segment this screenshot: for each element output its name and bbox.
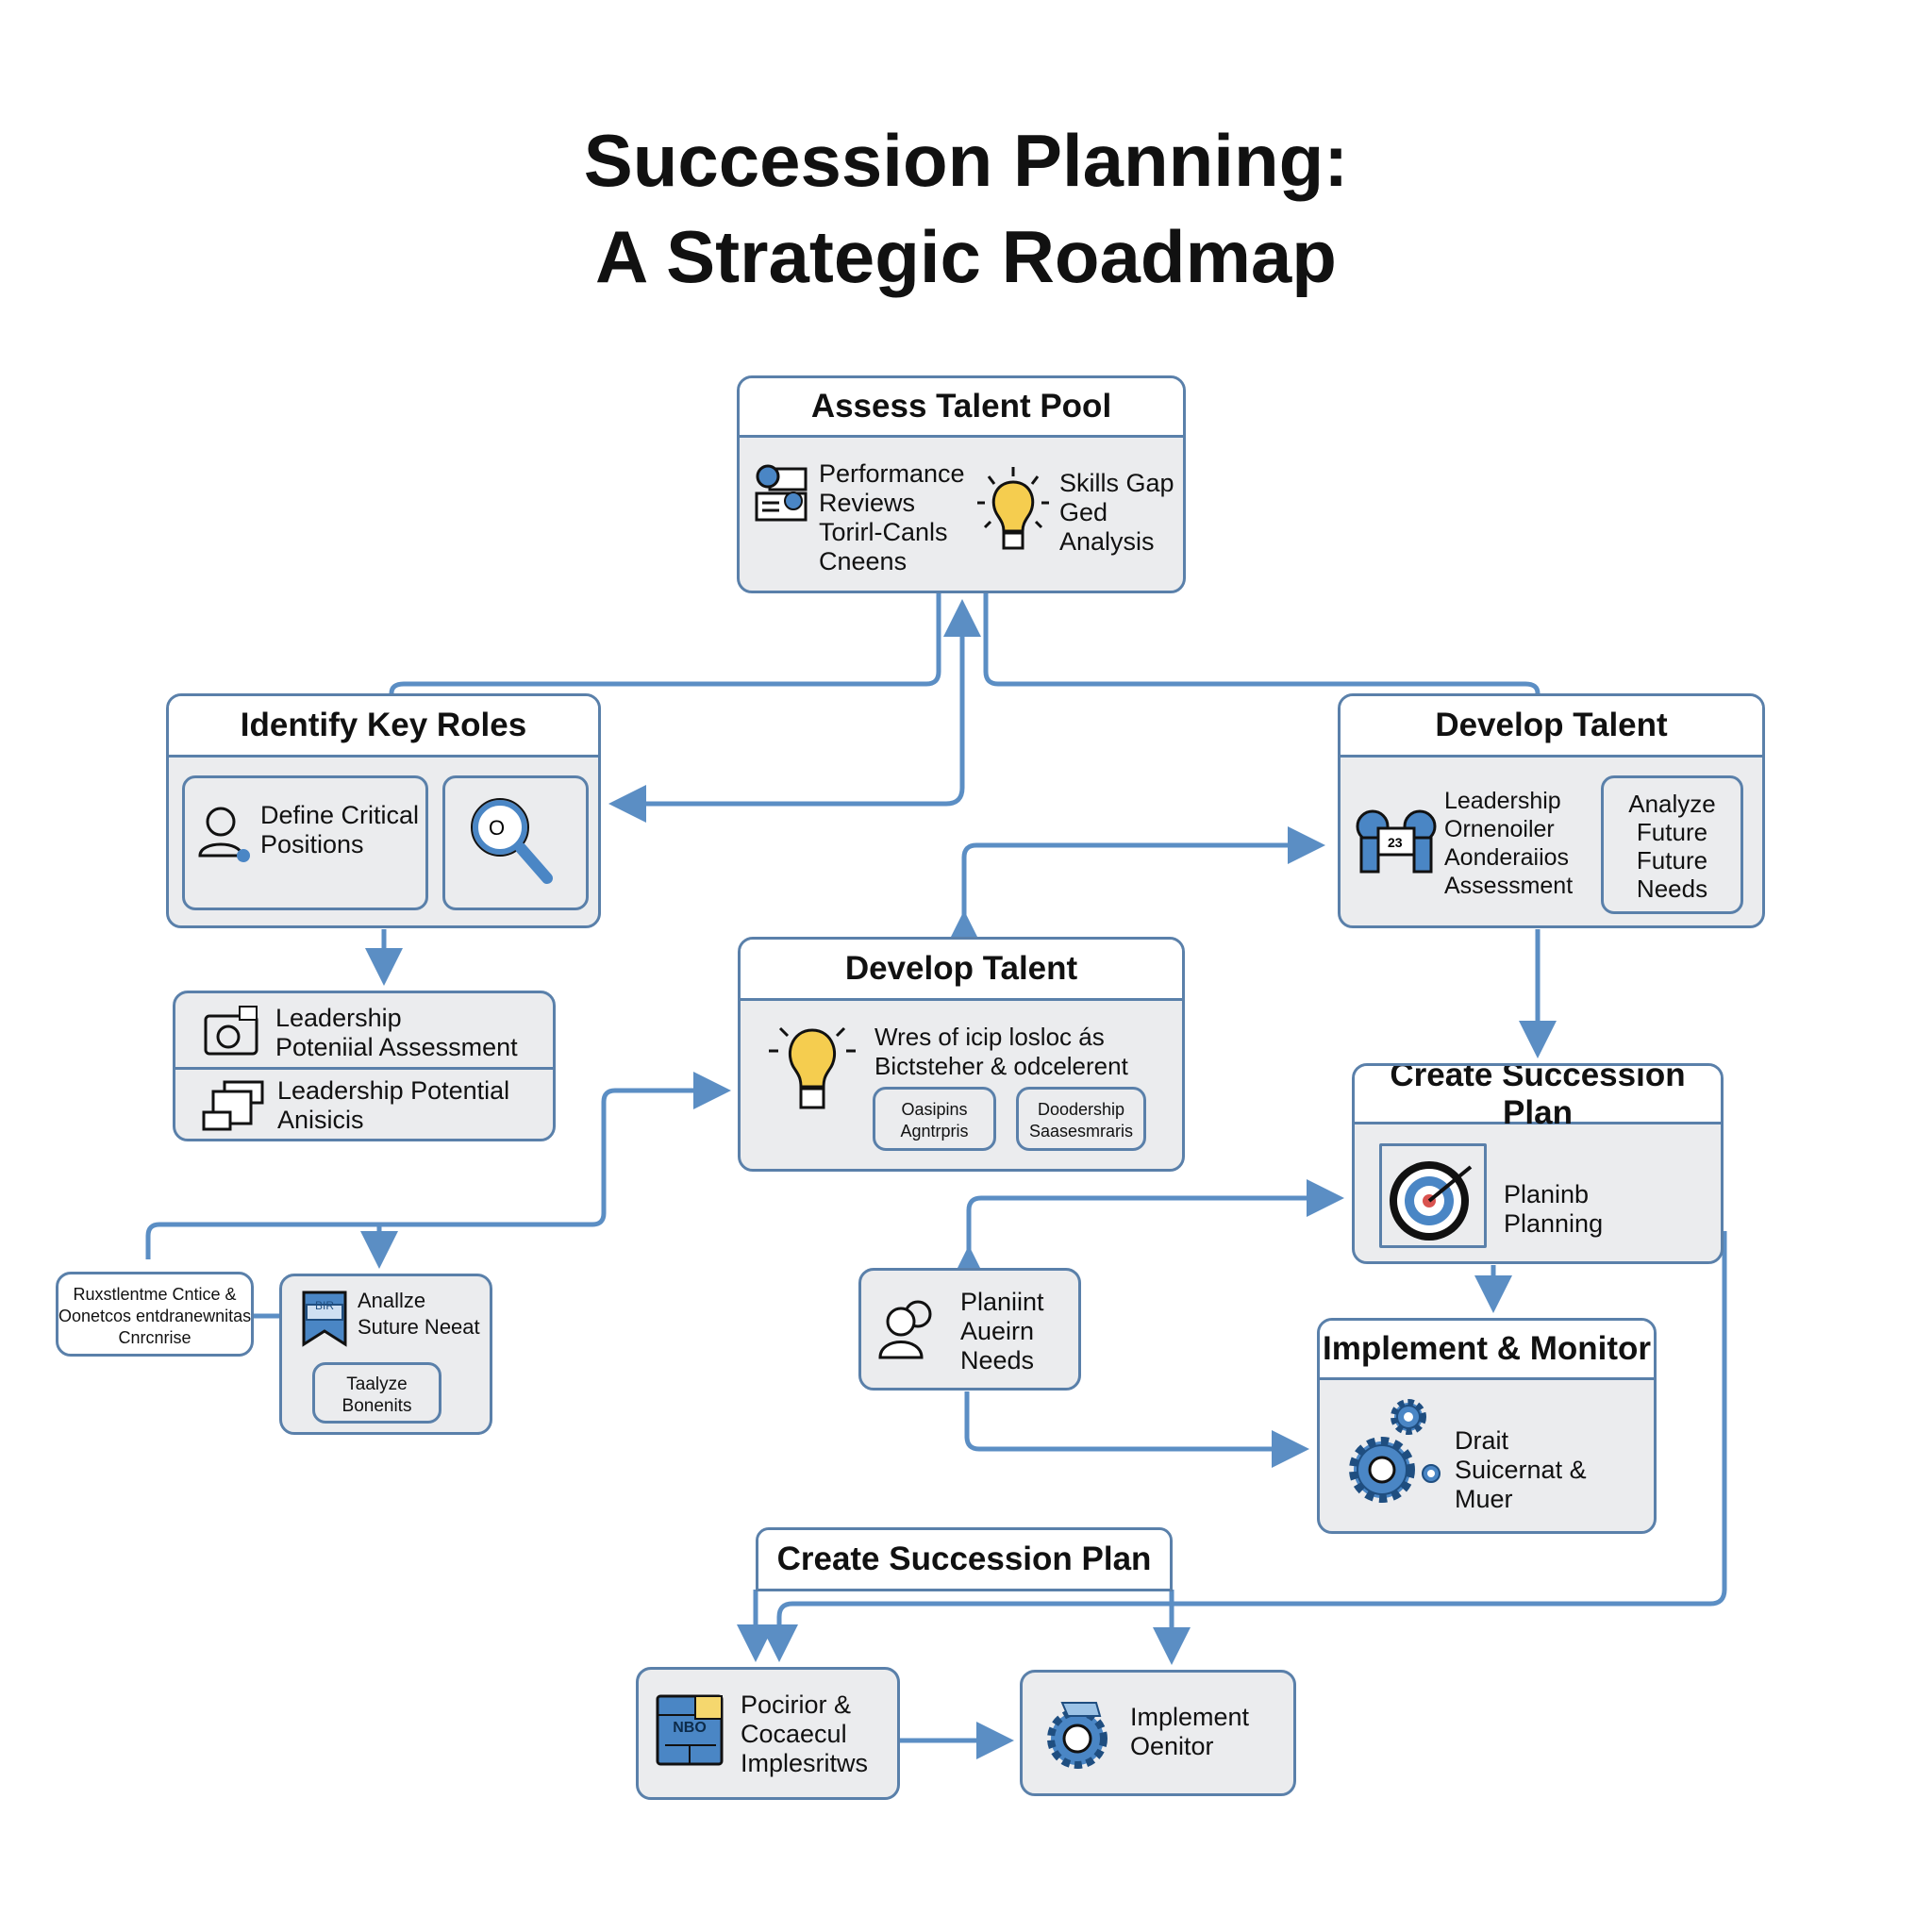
title-line-2: A Strategic Roadmap xyxy=(595,215,1337,298)
define-critical-positions-text: Define Critical Positions xyxy=(260,801,420,858)
develop-right-title: Develop Talent xyxy=(1341,696,1762,758)
create-succession-plan-right-box: Create Succession Plan Planinb Planning xyxy=(1352,1063,1724,1264)
positior-text: Pocirior & Cocaecul Implesritws xyxy=(741,1690,869,1777)
connector-right-loop xyxy=(760,1231,1727,1662)
left-small-text: Ruxstlentme Cntice & Oonetcos entdranewn… xyxy=(58,1285,252,1347)
develop-center-title: Develop Talent xyxy=(741,940,1182,1001)
analyze-benefits-text: Taalyze Bonenits xyxy=(341,1374,412,1416)
svg-text:23: 23 xyxy=(1388,835,1403,850)
create-right-title: Create Succession Plan xyxy=(1355,1066,1721,1131)
planner-icon xyxy=(656,1694,724,1766)
planint-text: Planiint Aueirn Needs xyxy=(960,1288,1044,1374)
assess-title: Assess Talent Pool xyxy=(740,378,1183,438)
implement-monitor-text: Drait Suicernat & Muer xyxy=(1455,1426,1587,1513)
svg-text:O: O xyxy=(489,816,505,840)
connector-planint-to-implement xyxy=(964,1391,1309,1468)
connector-assess-to-develop xyxy=(983,592,1541,694)
analyze-box: BIR Anallze Suture Neeat Taalyze Bonenit… xyxy=(279,1274,492,1435)
develop-center-text: Wres of icip losloc ás Bictsteher & odce… xyxy=(874,1023,1128,1080)
target-icon-frame xyxy=(1379,1143,1487,1248)
analyze-future-needs-text: Analyze Future Future Needs xyxy=(1628,790,1716,903)
analyze-benefits-card[interactable]: Taalyze Bonenits xyxy=(312,1362,441,1424)
lightbulb-icon xyxy=(769,1026,856,1109)
planner-icon-text: NBO xyxy=(673,1720,707,1736)
connector-planint-create xyxy=(950,1179,1344,1283)
search-roles-card[interactable]: O xyxy=(442,775,589,910)
people-icon xyxy=(878,1300,932,1359)
team-board-icon: 23 xyxy=(1356,809,1437,874)
develop-right-text: Leadership Ornenoiler Aonderaiios Assess… xyxy=(1444,788,1574,899)
implement-monitor-title: Implement & Monitor xyxy=(1320,1321,1654,1380)
analyze-text: Anallze Suture Neeat xyxy=(358,1289,480,1339)
left-small-box: Ruxstlentme Cntice & Oonetcos entdranewn… xyxy=(56,1272,254,1357)
implement-oenitor-text: Implement Oenitor xyxy=(1130,1703,1250,1760)
assess-left-text: Performance Reviews Torirl-Canls Cneens xyxy=(819,459,965,575)
implement-monitor-box: Implement & Monitor Drait Suicernat & Mu… xyxy=(1317,1318,1657,1534)
badge-icon-text: BIR xyxy=(314,1299,334,1312)
magnifier-icon: O xyxy=(471,798,553,884)
identify-key-roles-box: Identify Key Roles Define Critical Posit… xyxy=(166,693,601,928)
lightbulb-icon xyxy=(977,467,1049,550)
develop-talent-right-box: Develop Talent 23 Leadership Ornenoiler … xyxy=(1338,693,1765,928)
develop-center-button-2-text: Doodership Saasesmraris xyxy=(1028,1100,1134,1141)
define-critical-positions-card: Define Critical Positions xyxy=(182,775,428,910)
leadership-potential-box: Leadership Poteniial Assessment Leadersh… xyxy=(173,991,556,1141)
create-bottom-title: Create Succession Plan xyxy=(758,1530,1170,1589)
camera-icon xyxy=(204,1006,258,1056)
gear-hand-icon xyxy=(1047,1702,1108,1769)
assess-right-text: Skills Gap Ged Analysis xyxy=(1059,469,1174,556)
leadership-item-1: Leadership Poteniial Assessment xyxy=(275,1004,518,1061)
assess-talent-pool-box: Assess Talent Pool Performance Reviews T… xyxy=(737,375,1186,593)
create-right-text: Planinb Planning xyxy=(1504,1180,1604,1238)
develop-center-button-2[interactable]: Doodership Saasesmraris xyxy=(1016,1087,1146,1151)
create-succession-plan-bottom-header: Create Succession Plan xyxy=(756,1527,1173,1591)
planint-box: Planiint Aueirn Needs xyxy=(858,1268,1081,1391)
title-line-1: Succession Planning: xyxy=(583,119,1349,202)
person-icon xyxy=(198,807,250,862)
implement-oenitor-box: Implement Oenitor xyxy=(1020,1670,1296,1796)
connector-develop-link xyxy=(945,826,1325,948)
badge-icon xyxy=(302,1291,347,1347)
develop-center-button-1-text: Oasipins Agntrpris xyxy=(900,1100,969,1141)
positior-box: NBO Pocirior & Cocaecul Implesritws xyxy=(636,1667,900,1800)
connector-assess-to-identify xyxy=(389,592,941,694)
documents-icon xyxy=(202,1080,264,1131)
leadership-item-2: Leadership Potential Anisicis xyxy=(277,1076,510,1134)
identify-title: Identify Key Roles xyxy=(169,696,598,758)
target-icon xyxy=(1390,1161,1473,1241)
leadership-divider xyxy=(175,1067,553,1070)
review-cards-icon xyxy=(755,464,808,522)
gears-icon xyxy=(1349,1399,1441,1503)
develop-talent-center-box: Develop Talent Wres of icip losloc ás Bi… xyxy=(738,937,1185,1172)
analyze-future-needs-card[interactable]: Analyze Future Future Needs xyxy=(1601,775,1743,914)
connector-left-tree xyxy=(145,1072,731,1259)
develop-center-button-1[interactable]: Oasipins Agntrpris xyxy=(873,1087,996,1151)
connector-to-identify xyxy=(608,785,965,823)
